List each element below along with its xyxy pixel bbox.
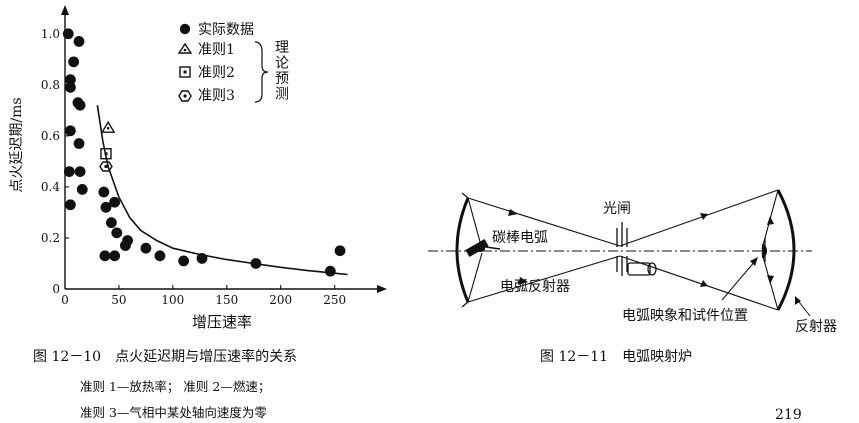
caption-fig-12-10: 图 12－10 点火延迟期与增压速率的关系	[33, 349, 298, 365]
caption-note-2: 准则 3—气相中某处轴向速度为零	[80, 405, 267, 420]
legend-marker-criterion3	[178, 90, 192, 102]
scatter-chart: 0 50 100 150 200 250 0.2 0.4 0.6 0.8 1.0 0 点火延迟期/ms…	[9, 5, 387, 331]
point-actual	[196, 252, 208, 264]
legend-marker-criterion1	[177, 42, 193, 54]
point-actual	[73, 36, 85, 47]
x-tick-label: 250	[323, 293, 346, 307]
brace-char: 理	[275, 40, 289, 56]
point-actual	[140, 242, 152, 254]
legend-label-actual: 实际数据	[198, 22, 254, 38]
point-actual	[109, 250, 121, 262]
x-tick-label: 0	[61, 293, 69, 307]
point-actual	[74, 166, 86, 177]
y-axis-label: 点火延迟期/ms	[9, 97, 25, 192]
label-carbon-arc: 碳棒电弧	[492, 230, 548, 246]
x-axis-arrow	[377, 285, 387, 293]
legend-label-criterion3: 准则3	[198, 88, 235, 104]
page-number: 219	[775, 407, 802, 423]
point-actual	[324, 265, 336, 277]
brace	[254, 41, 269, 103]
point-actual	[63, 166, 75, 177]
point-actual	[73, 138, 85, 149]
y-tick-label-origin: 0	[52, 282, 60, 296]
data-points	[62, 28, 346, 277]
ray-arrows	[508, 209, 774, 287]
label-image-position: 电弧映象和试件位置	[622, 308, 748, 324]
brace-char: 测	[275, 87, 289, 103]
shutter	[616, 222, 657, 276]
point-criterion1	[100, 120, 116, 133]
y-tick-label: 0.6	[41, 129, 60, 143]
x-axis-label: 增压速率	[192, 313, 252, 331]
point-actual	[109, 196, 121, 208]
point-actual	[64, 199, 76, 211]
brace-char: 预	[275, 71, 289, 87]
arc-furnace-diagram	[428, 189, 812, 317]
label-shutter: 光闸	[603, 201, 631, 217]
specimen	[762, 238, 767, 262]
theory-curve	[96, 105, 348, 276]
legend-marker-criterion2	[179, 66, 191, 78]
chart-axes	[61, 5, 387, 293]
point-actual	[98, 186, 110, 198]
fit-curve	[96, 105, 348, 276]
point-actual	[64, 125, 76, 137]
point-actual	[122, 235, 133, 246]
point-actual	[250, 258, 262, 269]
left-reflector	[455, 197, 470, 303]
x-tick-label: 150	[215, 293, 238, 307]
y-tick-label: 0.4	[41, 180, 60, 194]
legend-label-criterion1: 准则1	[198, 42, 235, 58]
point-actual	[105, 217, 117, 229]
legend-marker-actual	[179, 23, 191, 35]
caption-note-1: 准则 1—放热率； 准则 2—燃速；	[80, 379, 271, 394]
point-actual	[74, 99, 86, 111]
x-tick-label: 50	[111, 293, 126, 307]
y-tick-label: 0.8	[41, 78, 60, 92]
point-actual	[111, 227, 123, 239]
y-axis-arrow	[61, 5, 69, 15]
light-rays	[467, 189, 779, 311]
point-actual	[100, 201, 112, 213]
point-actual	[64, 81, 76, 93]
point-criterion2	[100, 148, 112, 160]
y-tick-label: 0.2	[41, 231, 60, 245]
brace-char: 论	[275, 56, 289, 72]
carbon-arc-electrode	[465, 239, 501, 257]
caption-fig-12-11: 图 12－11 电弧映射炉	[540, 349, 693, 365]
point-actual	[99, 250, 111, 262]
y-tick-label: 1.0	[41, 27, 60, 41]
right-reflector	[776, 189, 796, 311]
point-actual	[76, 184, 88, 195]
point-actual	[64, 74, 76, 86]
label-arc-reflector: 电弧反射器	[500, 279, 570, 295]
point-actual	[178, 255, 190, 267]
x-tick-label: 100	[161, 293, 184, 307]
point-actual	[68, 56, 80, 68]
legend-label-criterion2: 准则2	[198, 65, 235, 81]
label-reflector: 反射器	[795, 319, 837, 335]
point-actual	[334, 245, 346, 257]
point-actual	[62, 28, 74, 40]
point-actual	[154, 250, 166, 262]
leader-image-position	[721, 259, 757, 301]
x-tick-label: 200	[269, 293, 292, 307]
point-criterion3	[99, 161, 113, 172]
chart-ticks: 0 50 100 150 200 250 0.2 0.4 0.6 0.8 1.0 0	[41, 27, 346, 307]
